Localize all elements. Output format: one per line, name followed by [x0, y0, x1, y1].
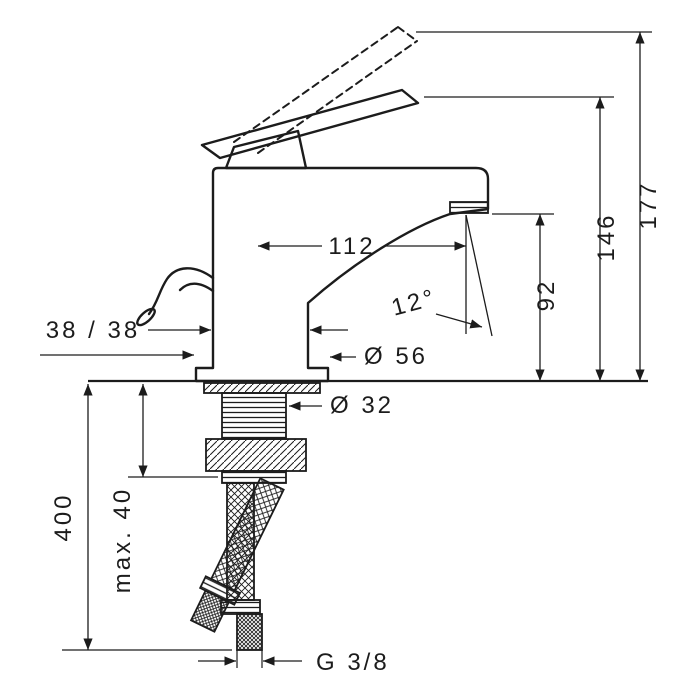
drain-pull-rod	[136, 267, 215, 327]
dim-total-height: 177	[416, 31, 662, 381]
dim-max-counter-thickness: max. 40	[109, 384, 218, 593]
dim-32-label: Ø 32	[330, 392, 394, 419]
angle-outlet-line	[465, 214, 493, 337]
dim-connection-thread: G 3/8	[198, 649, 390, 676]
supply-hose-right	[189, 477, 285, 633]
drain-pull-inner-curve	[178, 282, 215, 293]
dim-112-label: 112	[328, 233, 375, 260]
handle-lever	[200, 88, 420, 160]
dim-outlet-height: 92	[492, 213, 560, 381]
dim-177-label: 177	[635, 180, 662, 229]
hose-left-fitting	[236, 613, 263, 651]
threaded-shank	[221, 392, 287, 440]
washer	[203, 382, 321, 394]
dim-hose-length: 400	[50, 384, 232, 651]
hose-right-fitting	[189, 589, 231, 633]
dim-92-label: 92	[533, 279, 560, 312]
aerator	[449, 201, 489, 214]
dim-max40-label: max. 40	[109, 487, 136, 593]
dim-shank-diameter: Ø 32	[289, 392, 394, 419]
mounting-hardware	[203, 382, 321, 484]
mounting-nut	[205, 438, 307, 472]
dim-56-label: Ø 56	[364, 343, 428, 370]
faucet	[88, 26, 648, 651]
dim-3838-label: 38 / 38	[46, 317, 140, 344]
handle-raised-dashed-cap	[397, 26, 418, 42]
dim-lever-height: 146	[424, 96, 620, 381]
dim-outlet-angle: 12°	[389, 214, 493, 337]
dim-base-diameter: Ø 56	[40, 343, 428, 370]
drain-pull-knob	[136, 307, 156, 327]
handle-raised-dashed	[233, 26, 418, 154]
dim-12deg-label: 12°	[389, 284, 440, 322]
angle-leader-arrow	[435, 313, 483, 329]
shank-lower-thread	[221, 470, 287, 484]
dim-146-label: 146	[593, 212, 620, 261]
dim-g38-label: G 3/8	[316, 649, 390, 676]
drain-pull-outer-curve	[147, 267, 215, 316]
dim-center-offsets: 38 / 38	[46, 317, 348, 344]
faucet-body-and-spout	[194, 166, 490, 383]
handle-raised-dashed-bottom-line	[257, 40, 418, 154]
dim-spout-reach: 112	[258, 233, 466, 260]
dim-400-label: 400	[50, 492, 77, 541]
handle-raised-dashed-top-line	[233, 26, 399, 143]
